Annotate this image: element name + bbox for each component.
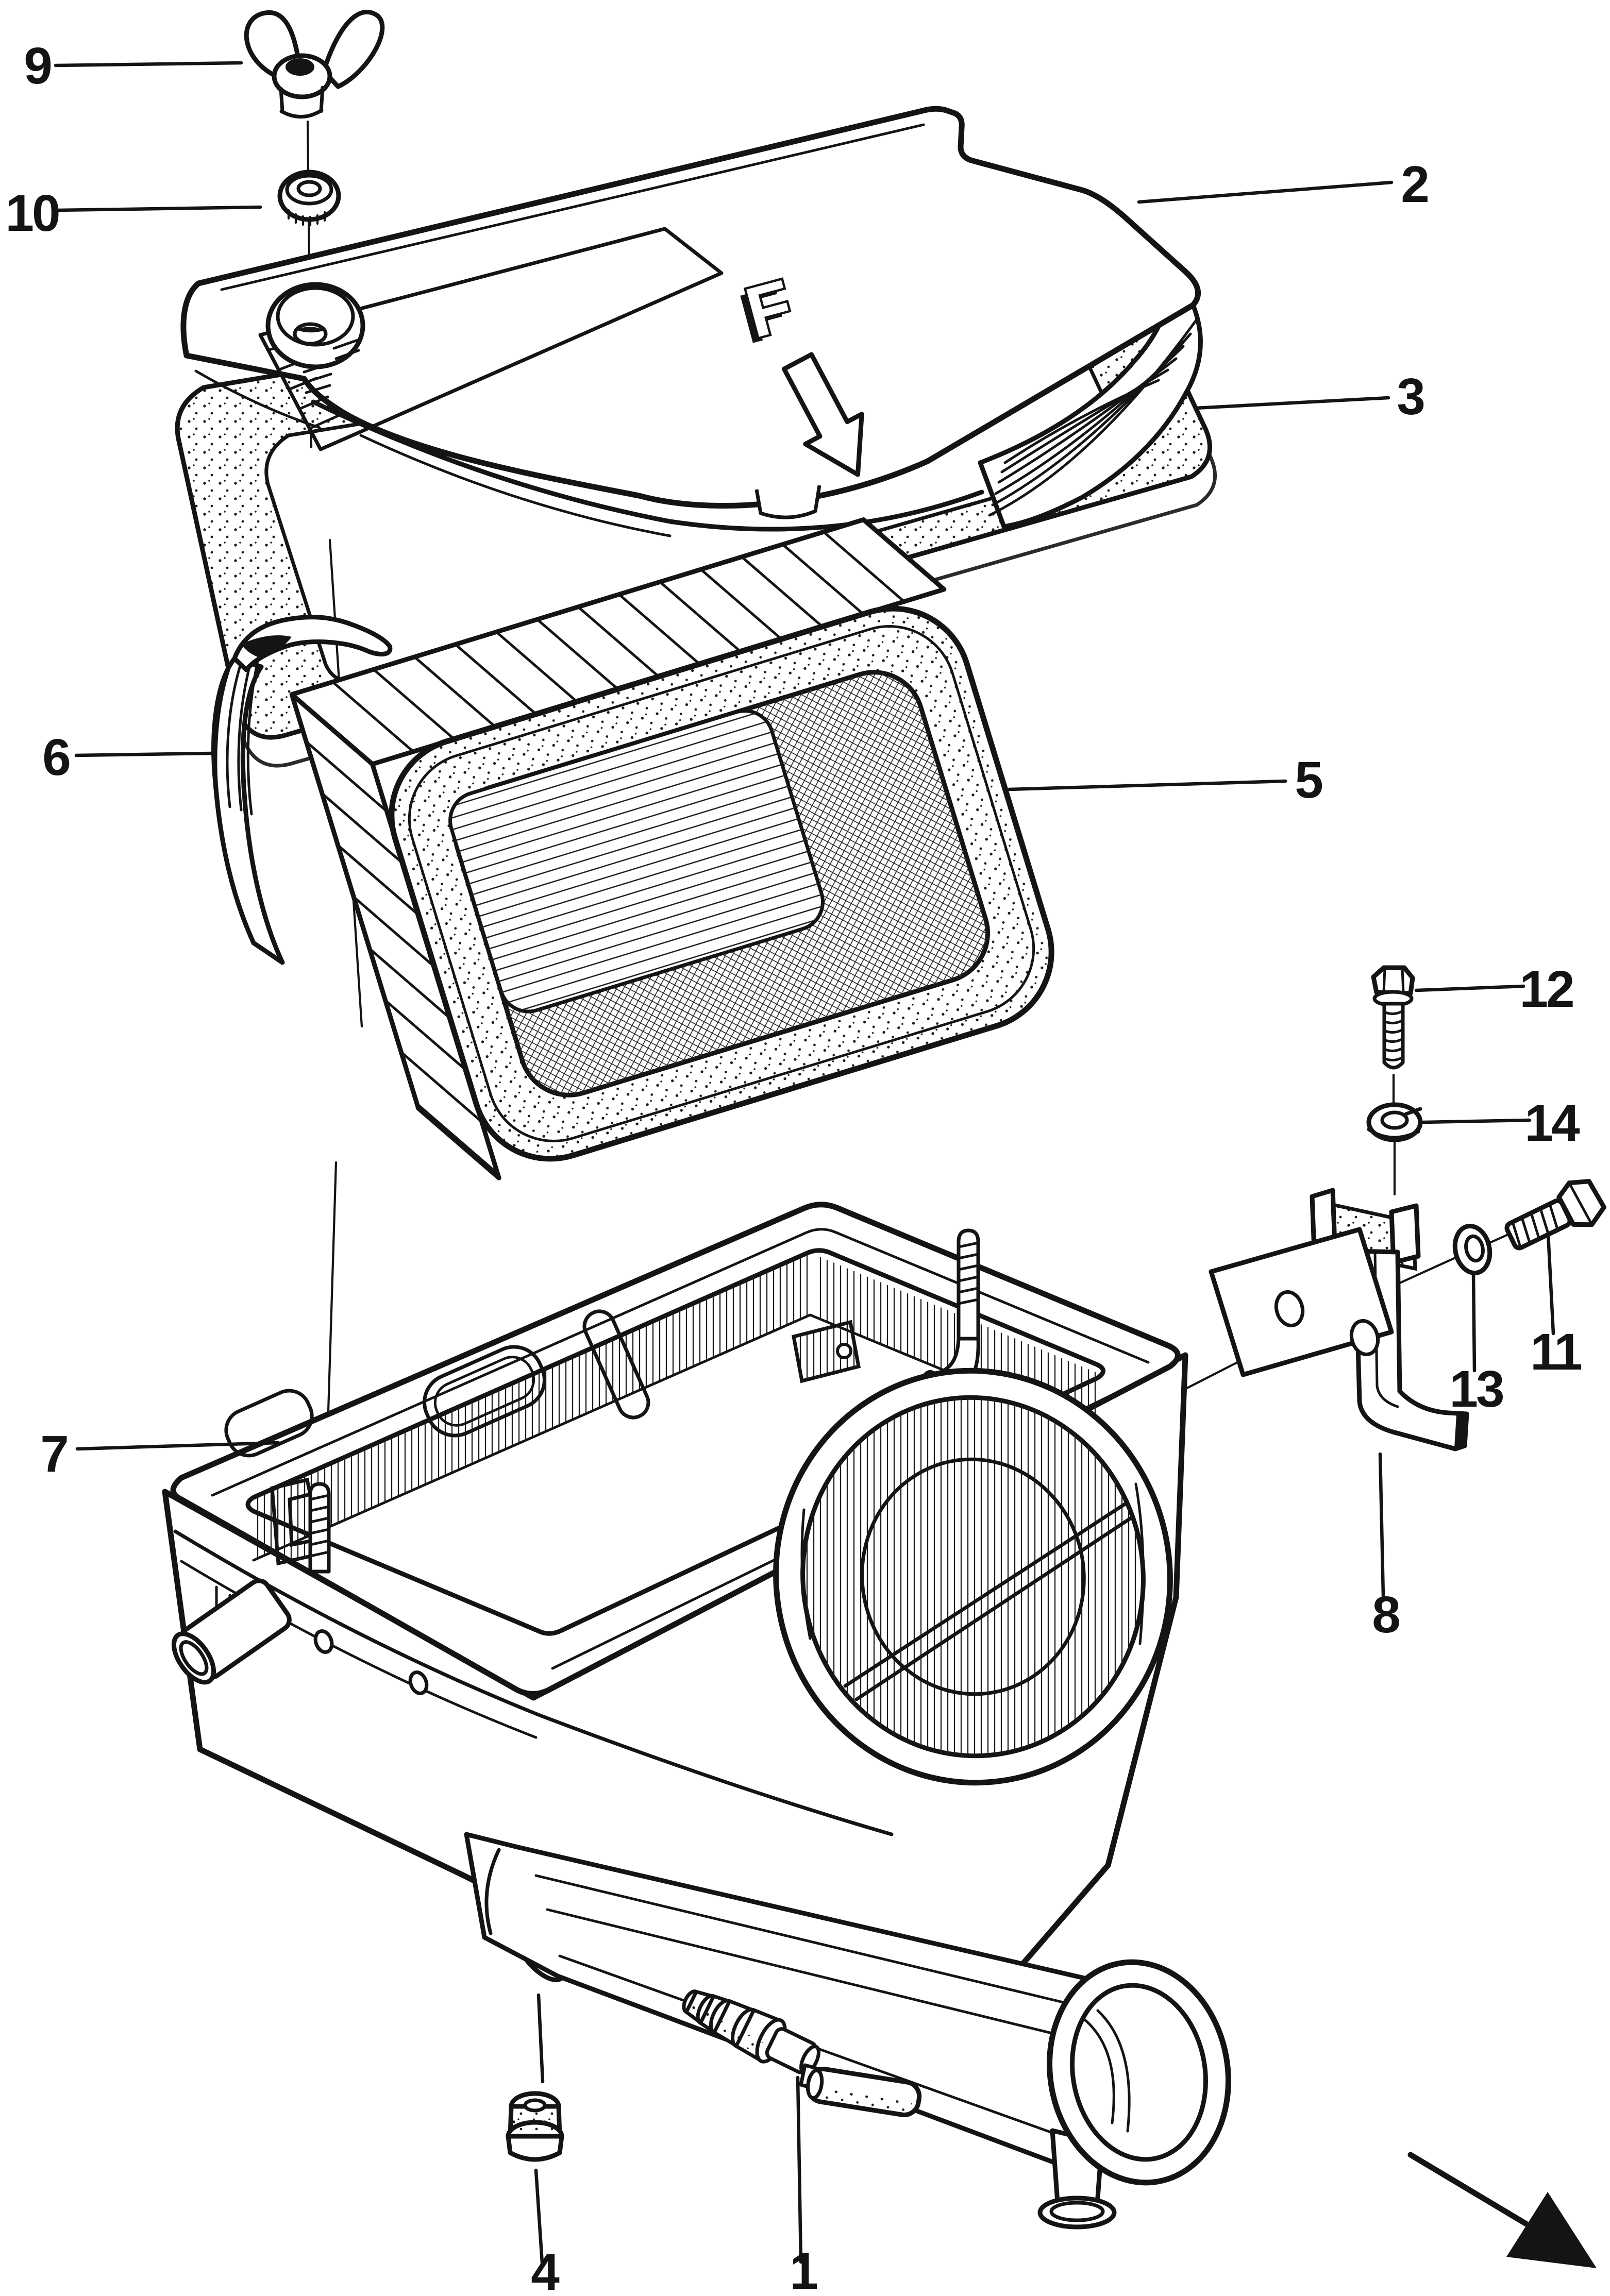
part-bolt-11: [1504, 1179, 1606, 1251]
filter-rim-stipple: [391, 609, 1052, 1159]
part-grommet: [277, 170, 341, 227]
wing-nut-hole: [286, 58, 314, 76]
cover-raised-panel: [258, 227, 724, 451]
housing-anchor-block: [791, 1320, 861, 1383]
housing-stud-left: [308, 1482, 331, 1574]
leader-line-11: [1546, 1232, 1555, 1336]
leader-line-8: [1378, 1452, 1385, 1598]
housing-snorkel: [464, 1832, 1231, 2230]
clip-hook: [232, 615, 393, 672]
callout-label-10: 10: [5, 184, 59, 242]
housing-inlet-stub: [171, 1578, 292, 1685]
drain-valve-handle: [806, 2067, 922, 2117]
callout-label-1: 1: [790, 2242, 817, 2296]
part-lock-washer-14: [1366, 1102, 1423, 1142]
callout-label-13: 13: [1449, 1360, 1503, 1418]
callout-label-2: 2: [1401, 156, 1428, 213]
front-direction-arrow-icon: [782, 352, 864, 477]
callout-label-5: 5: [1295, 751, 1322, 809]
part-bracket: [1209, 1188, 1469, 1451]
leader-line-5: [1007, 779, 1287, 791]
housing-hole-b: [408, 1670, 429, 1695]
nut-hole: [523, 2098, 547, 2113]
grommet-hole: [296, 180, 322, 197]
callout-label-8: 8: [1372, 1586, 1399, 1644]
callout-label-4: 4: [531, 2243, 560, 2296]
cover-rib-lines: [988, 318, 1198, 517]
callout-label-14: 14: [1524, 1094, 1580, 1152]
leader-line-6: [74, 751, 213, 757]
part-filter-element: [289, 517, 1054, 1180]
floor-slot: [582, 1309, 650, 1420]
housing-backwall-left: [254, 1253, 810, 1560]
housing-collar: [773, 1368, 1173, 1786]
filter-side-pleat-lines: [305, 740, 499, 1175]
leader-line-12: [1414, 984, 1525, 992]
callout-label-11: 11: [1530, 1323, 1581, 1381]
leader-line-1: [796, 2075, 803, 2264]
continuation-arrow-icon: [1407, 2152, 1597, 2268]
leader-line-7: [75, 1441, 280, 1451]
floor-hole-large: [423, 1345, 546, 1438]
leader-line-14: [1421, 1118, 1532, 1124]
callout-label-12: 12: [1519, 960, 1573, 1018]
part-cover: F F: [180, 106, 1203, 537]
callout-label-9: 9: [24, 37, 51, 95]
part-washer-13: [1452, 1223, 1492, 1276]
clip-band: [211, 656, 285, 965]
housing-hole-a: [313, 1629, 334, 1654]
leader-line-13: [1471, 1273, 1477, 1373]
cover-tab: [754, 485, 821, 519]
callout-label-6: 6: [42, 729, 69, 786]
wing-right: [321, 9, 385, 89]
leader-line-3: [1194, 396, 1390, 410]
part-wing-nut: [244, 9, 385, 119]
callout-label-3: 3: [1397, 368, 1423, 426]
leader-line-4: [534, 1993, 545, 2265]
bracket-hole-a: [1274, 1290, 1305, 1328]
leader-line-10: [56, 205, 262, 212]
bolt-12-head: [1371, 965, 1415, 996]
callout-label-7: 7: [40, 1425, 67, 1483]
part-housing: [162, 1202, 1231, 2230]
part-clip: [211, 615, 393, 965]
callout-labels: 9 10 2 3 6 5 7 12 14 11 13 8 4 1: [5, 37, 1583, 2296]
leader-lines: [54, 61, 1555, 2265]
leader-line-2: [1137, 180, 1394, 204]
part-drain-valve: [682, 1989, 922, 2117]
bracket-hole-b: [1349, 1319, 1380, 1357]
leader-line-9: [54, 61, 243, 67]
cover-top-face: [180, 106, 1201, 509]
part-bolt-12: [1371, 965, 1415, 1070]
housing-clip-seat: [270, 1477, 318, 1566]
part-nut: [506, 2091, 564, 2162]
